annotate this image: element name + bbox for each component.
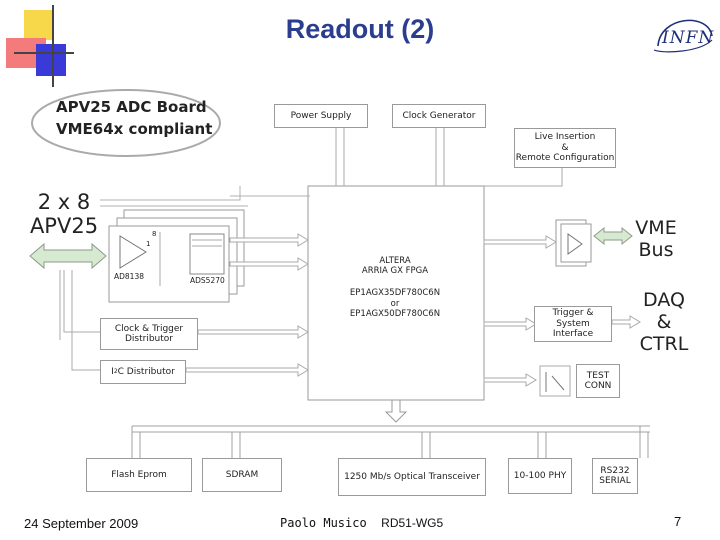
rs232-box: RS232 SERIAL	[592, 458, 638, 494]
test-conn-box: TEST CONN	[576, 364, 620, 398]
daq-label: DAQ & CTRL	[639, 289, 689, 355]
footer-date: 24 September 2009	[24, 516, 139, 531]
power-supply-box: Power Supply	[274, 104, 368, 128]
ad8138-label: AD8138	[114, 272, 144, 281]
board-oval	[31, 89, 221, 157]
clock-trigger-box: Clock & Trigger Distributor	[100, 318, 198, 350]
fpga-block	[307, 185, 485, 401]
fpga-label: ALTERA ARRIA GX FPGA EP1AGX35DF780C6N or…	[349, 256, 441, 319]
apv-arrow	[29, 242, 107, 270]
flash-eprom-box: Flash Eprom	[86, 458, 192, 492]
logo-text: INFN	[662, 28, 715, 48]
board-line2: VME64x compliant	[56, 120, 213, 138]
apv-label: 2 x 8 APV25	[29, 190, 99, 239]
slide-title: Readout (2)	[285, 14, 435, 44]
phy-box: 10-100 PHY	[508, 458, 572, 494]
sdram-box: SDRAM	[202, 458, 282, 492]
trigger-system-box: Trigger & System Interface	[534, 306, 612, 342]
vme-label: VME Bus	[635, 217, 677, 261]
board-line1: APV25 ADC Board	[56, 98, 207, 116]
clock-generator-box: Clock Generator	[392, 104, 486, 128]
footer-author: Paolo Musico RD51-WG5	[280, 516, 444, 530]
ads5270-label: ADS5270	[190, 276, 225, 285]
optical-transceiver-box: 1250 Mb/s Optical Transceiver	[338, 458, 486, 496]
corner-decoration	[6, 5, 74, 87]
adc-small-1: 1	[146, 240, 151, 248]
page-number: 7	[674, 514, 682, 529]
vme-arrow	[593, 226, 633, 246]
live-insertion-box: Live Insertion & Remote Configuration	[514, 128, 616, 168]
adc-small-8: 8	[152, 230, 157, 238]
infn-logo-icon	[653, 19, 713, 53]
